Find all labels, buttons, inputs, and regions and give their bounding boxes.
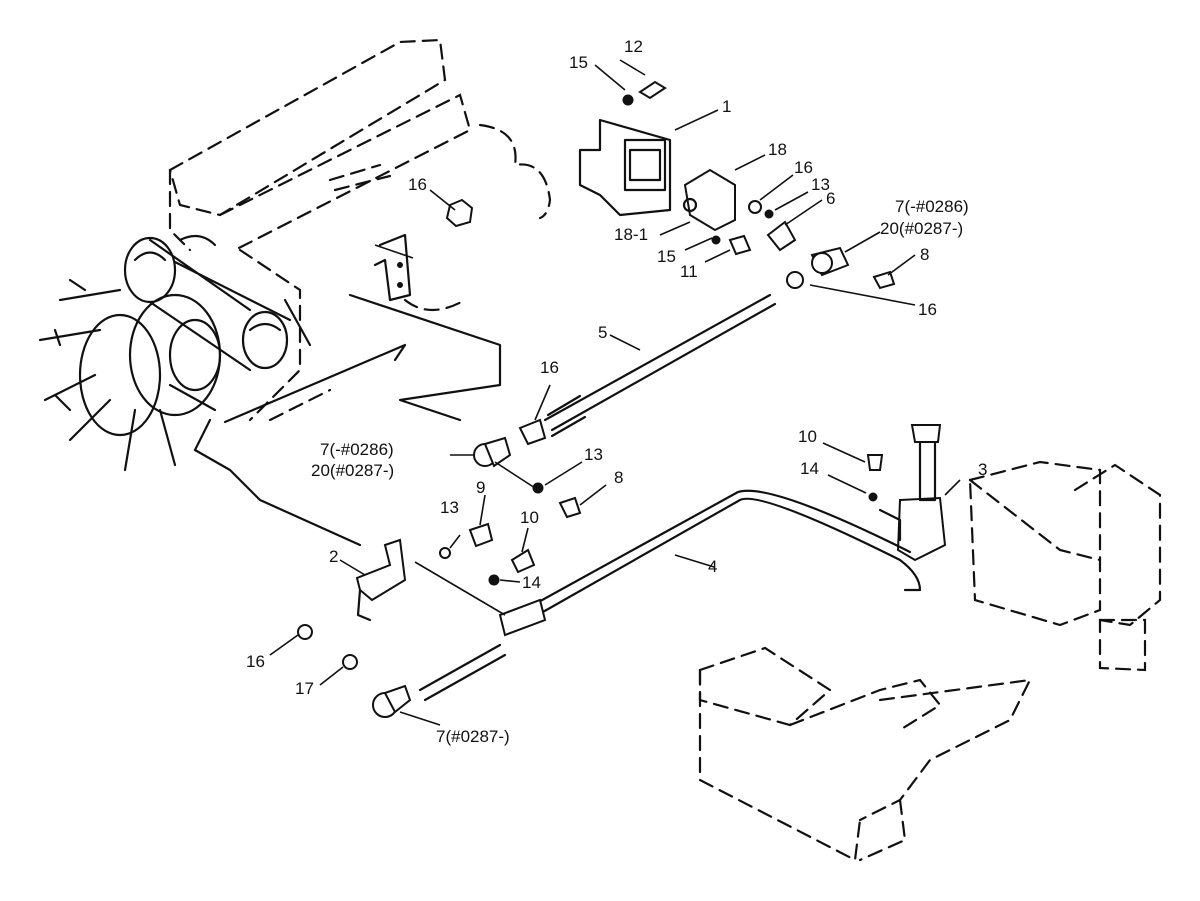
callout-6: 6 — [826, 189, 835, 208]
callout-7-top: 7(-#0286) — [895, 197, 969, 216]
callout-15-top: 15 — [569, 53, 588, 72]
callout-14-right: 14 — [800, 459, 819, 478]
callout-20-mid: 20(#0287-) — [311, 461, 394, 480]
callout-16-low: 16 — [246, 652, 265, 671]
callout-10-right: 10 — [798, 427, 817, 446]
callout-labels: 12 15 1 18 16 13 6 7(-#0286) 20(#0287-) … — [246, 37, 987, 746]
hardware — [297, 80, 947, 718]
callout-5: 5 — [598, 323, 607, 342]
mounting-panel — [193, 293, 502, 547]
cab-outline — [968, 460, 1162, 672]
callout-16-mid: 16 — [794, 158, 813, 177]
callout-17: 17 — [295, 679, 314, 698]
callout-1: 1 — [722, 97, 731, 116]
callout-8-mid: 8 — [614, 468, 623, 487]
leader-lines — [269, 59, 961, 726]
callout-18-1: 18-1 — [614, 225, 648, 244]
callout-13-low: 13 — [440, 498, 459, 517]
callout-13-top: 13 — [811, 175, 830, 194]
callout-9: 9 — [476, 478, 485, 497]
floor-outline — [698, 646, 1032, 862]
callout-14-low: 14 — [522, 573, 541, 592]
callout-11: 11 — [680, 262, 698, 281]
callout-8-top: 8 — [920, 245, 929, 264]
callout-13-mid: 13 — [584, 445, 603, 464]
callout-16-rod: 16 — [540, 358, 559, 377]
engine-outline — [38, 38, 552, 472]
callout-18: 18 — [768, 140, 787, 159]
callout-16-bracket: 16 — [408, 175, 427, 194]
bracket-small — [373, 233, 467, 311]
callout-7-mid: 7(-#0286) — [320, 440, 394, 459]
callout-12: 12 — [624, 37, 643, 56]
callout-20-top: 20(#0287-) — [880, 219, 963, 238]
callout-2: 2 — [329, 547, 338, 566]
callout-15-mid: 15 — [657, 247, 676, 266]
callout-7-bottom: 7(#0287-) — [436, 727, 510, 746]
callout-3: 3 — [978, 460, 987, 479]
bracket-1 — [578, 118, 672, 217]
callout-10-low: 10 — [520, 508, 539, 527]
callout-4: 4 — [708, 557, 717, 576]
callout-16-top-right: 16 — [918, 300, 937, 319]
